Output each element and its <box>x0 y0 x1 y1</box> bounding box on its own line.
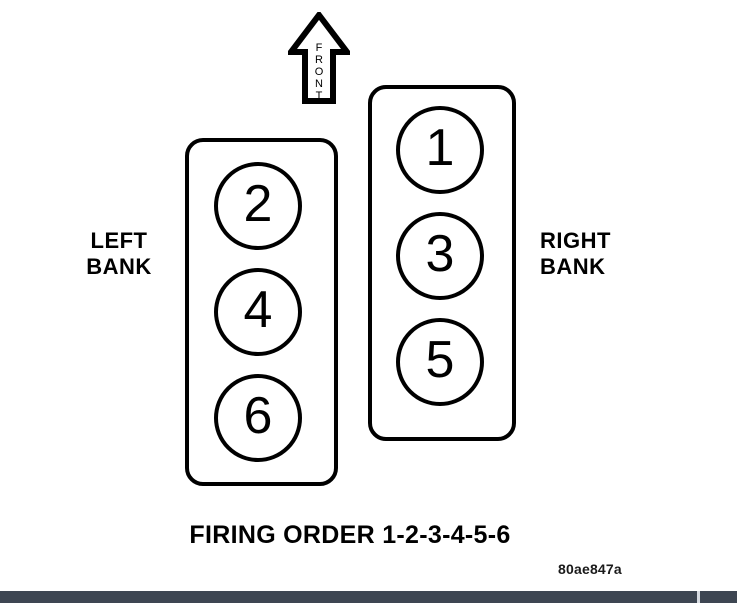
footer-bar <box>0 591 737 603</box>
image-id-watermark: 80ae847a <box>558 561 622 577</box>
cylinder-number: 2 <box>243 175 273 233</box>
cylinder-number: 5 <box>425 331 455 389</box>
cylinder-circle-left-2: 4 <box>214 268 302 356</box>
footer-bar-divider <box>697 591 700 603</box>
cylinder-circle-right-2: 3 <box>396 212 484 300</box>
cylinder-circle-left-1: 2 <box>214 162 302 250</box>
cylinder-number: 3 <box>425 225 455 283</box>
up-arrow-icon <box>288 12 350 104</box>
left-bank-label: LEFT BANK <box>86 228 152 279</box>
cylinder-circle-right-1: 1 <box>396 106 484 194</box>
cylinder-number: 6 <box>243 387 273 445</box>
cylinder-circle-left-3: 6 <box>214 374 302 462</box>
cylinder-circle-right-3: 5 <box>396 318 484 406</box>
cylinder-number: 1 <box>425 119 455 177</box>
right-bank-label: RIGHT BANK <box>540 228 611 279</box>
cylinder-number: 4 <box>243 281 273 339</box>
front-arrow-indicator: F R O N T <box>288 12 350 104</box>
firing-order-caption: FIRING ORDER 1-2-3-4-5-6 <box>189 521 511 549</box>
